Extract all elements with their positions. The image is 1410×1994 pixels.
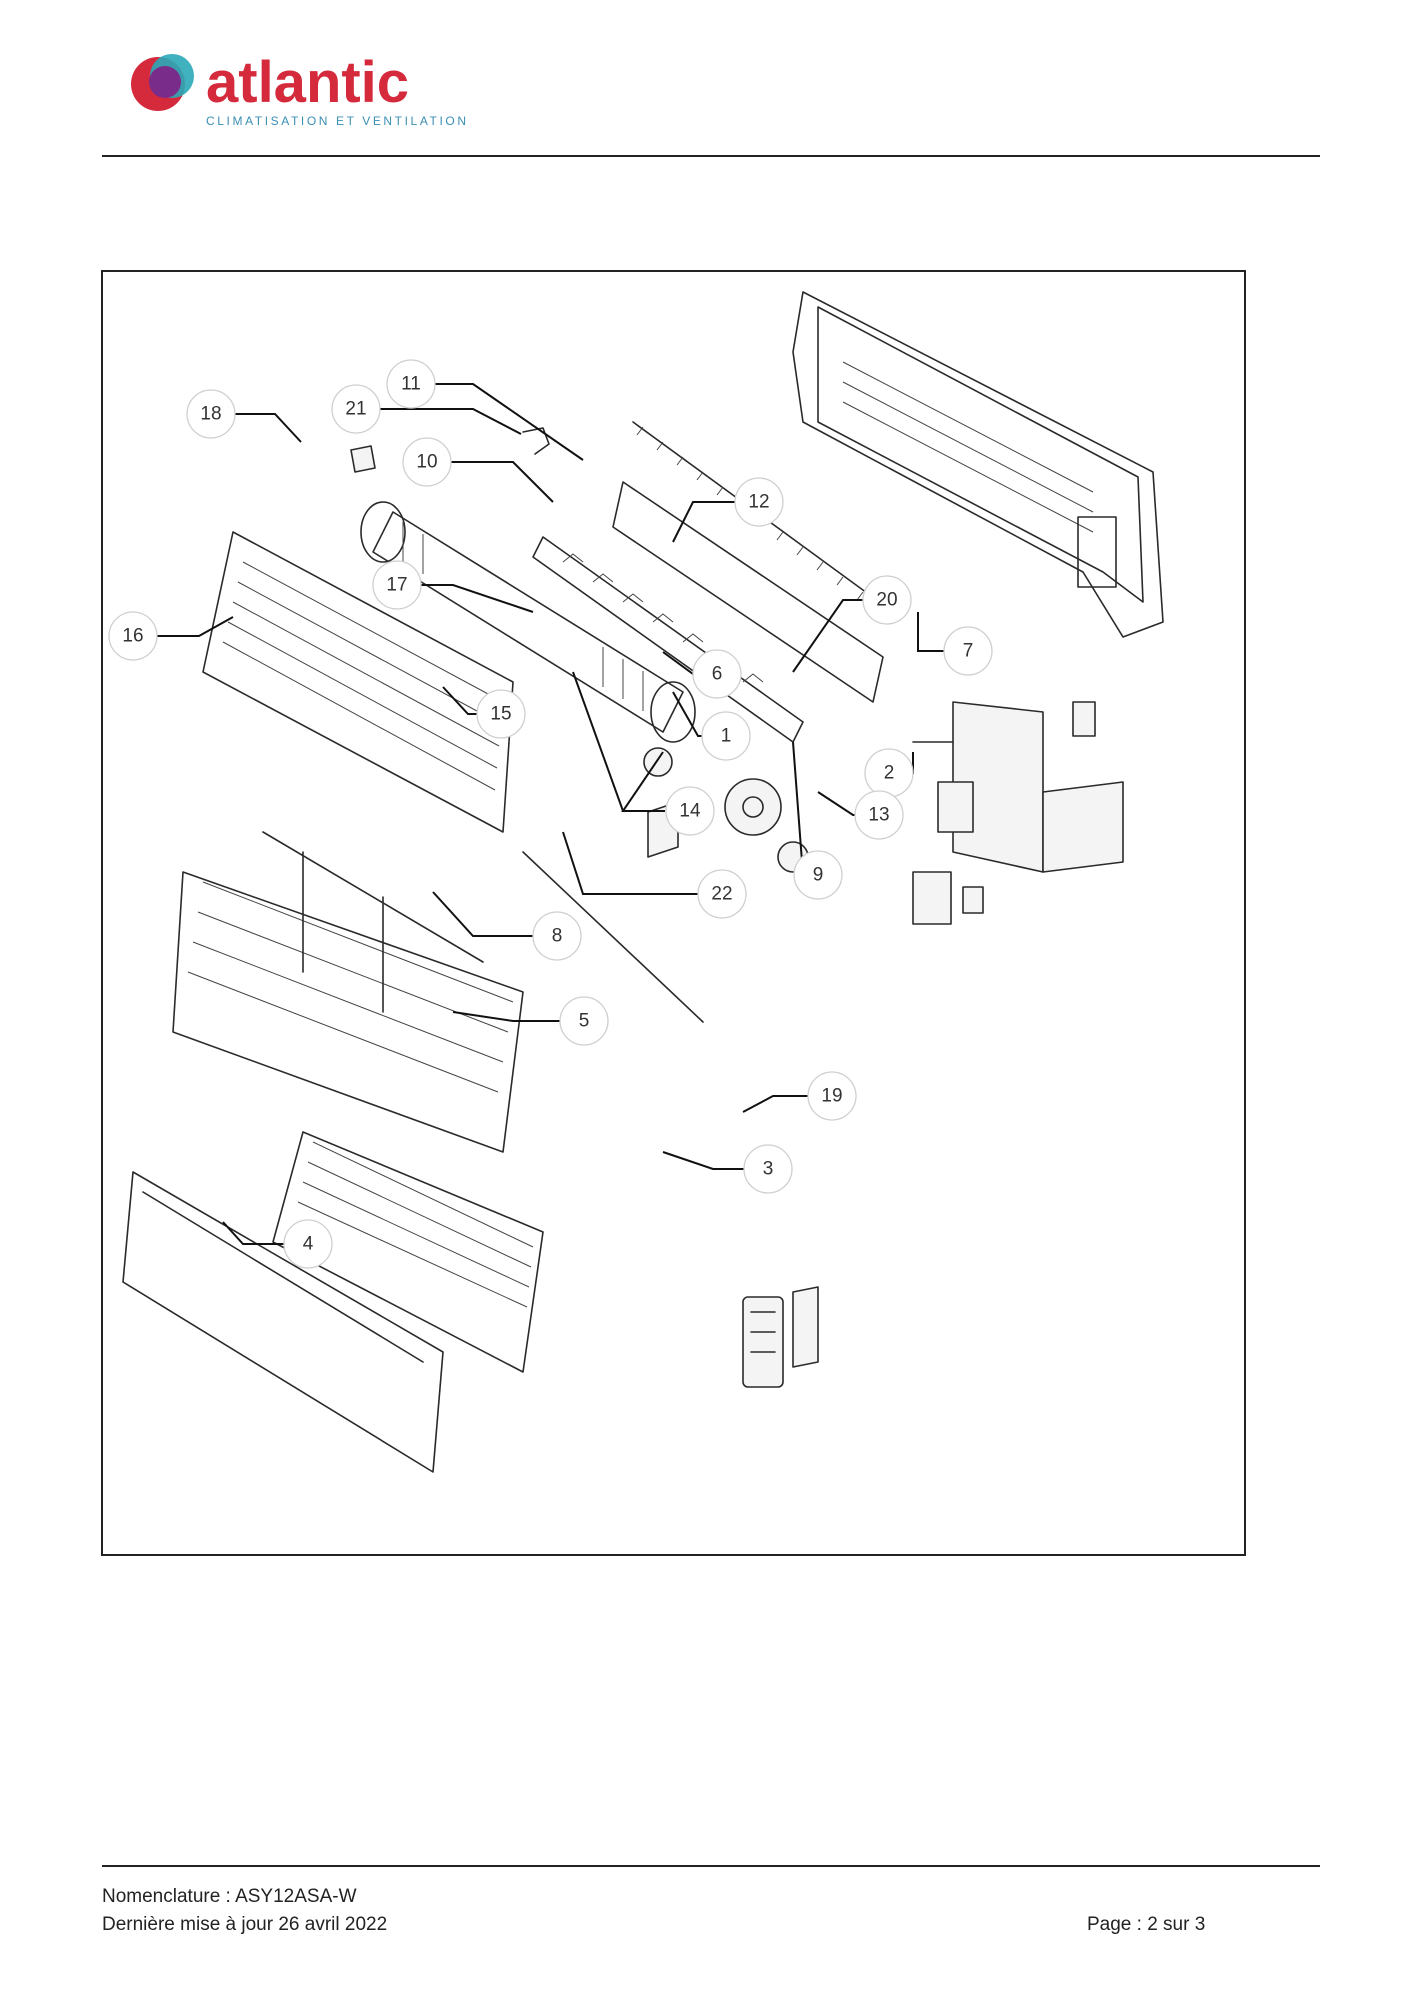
callout-21: 21: [331, 384, 381, 434]
callout-19: 19: [807, 1071, 857, 1121]
callout-5: 5: [559, 996, 609, 1046]
atlantic-logo: atlantic CLIMATISATION ET VENTILATION: [131, 50, 469, 128]
page-header: atlantic CLIMATISATION ET VENTILATION: [0, 0, 1410, 170]
brand-tagline: CLIMATISATION ET VENTILATION: [206, 114, 469, 128]
callout-14-label: 14: [679, 801, 701, 822]
callout-7-label: 7: [963, 641, 974, 662]
callout-16: 16: [108, 611, 158, 661]
callout-13: 13: [854, 790, 904, 840]
callout-20-label: 20: [876, 590, 897, 611]
callout-16-label: 16: [122, 626, 143, 647]
front-grille-chassis-part: [172, 831, 524, 1153]
callout-15-label: 15: [490, 704, 511, 725]
callout-7: 7: [943, 626, 993, 676]
cross-flow-fan-part: [360, 501, 696, 743]
callout-9: 9: [793, 850, 843, 900]
terminal-part: [1072, 701, 1096, 737]
drain-pipe-part: [522, 851, 704, 1023]
callout-2-label: 2: [884, 763, 895, 784]
callout-12-label: 12: [748, 492, 769, 513]
callout-21-label: 21: [345, 399, 366, 420]
callout-18-label: 18: [200, 404, 221, 425]
callout-2: 2: [864, 748, 914, 798]
callout-18: 18: [186, 389, 236, 439]
callout-1-label: 1: [721, 726, 732, 747]
exploded-parts-diagram: 11 21 18 10 12 17 20 16: [101, 270, 1246, 1556]
callout-13-label: 13: [868, 805, 889, 826]
footer-divider: [102, 1865, 1320, 1867]
brand-name: atlantic: [206, 50, 409, 115]
callout-22: 22: [697, 869, 747, 919]
callout-11-label: 11: [401, 374, 421, 395]
callout-3-label: 3: [763, 1159, 774, 1180]
front-panel-frame-part: [202, 531, 514, 833]
front-cover-part: [122, 1171, 444, 1473]
callout-1: 1: [701, 711, 751, 761]
callout-11: 11: [386, 359, 436, 409]
callout-10-label: 10: [416, 452, 437, 473]
callout-4: 4: [283, 1219, 333, 1269]
footer-model-reference: Nomenclature : ASY12ASA-W: [102, 1886, 357, 1907]
electrical-box-part: [912, 701, 1044, 873]
sensor-clip-part: [350, 445, 376, 473]
air-filter-part: [272, 1131, 544, 1373]
callout-19-label: 19: [821, 1086, 842, 1107]
callout-22-label: 22: [711, 884, 732, 905]
footer-last-updated: Dernière mise à jour 26 avril 2022: [102, 1914, 388, 1935]
callout-6-label: 6: [712, 664, 723, 685]
back-chassis-part: [792, 291, 1164, 638]
callout-6: 6: [692, 649, 742, 699]
callout-8-label: 8: [552, 926, 563, 947]
pcb-cover-part: [1042, 781, 1124, 873]
callout-20: 20: [862, 575, 912, 625]
callout-4-label: 4: [303, 1234, 314, 1255]
callout-17-label: 17: [386, 575, 407, 596]
callout-12: 12: [734, 477, 784, 527]
footer-page-number: Page : 2 sur 3: [1087, 1914, 1206, 1935]
logo-mark-purple: [149, 66, 181, 98]
display-board-part: [912, 871, 984, 925]
evaporator-part: [532, 481, 884, 743]
callout-10: 10: [402, 437, 452, 487]
remote-holder-part: [792, 1286, 819, 1368]
callout-5-label: 5: [579, 1011, 590, 1032]
callout-14: 14: [665, 786, 715, 836]
diagram-drawing: 11 21 18 10 12 17 20 16: [108, 291, 1164, 1473]
callout-15: 15: [476, 689, 526, 739]
header-divider: [102, 155, 1320, 157]
callout-3: 3: [743, 1144, 793, 1194]
remote-control-part: [742, 1296, 784, 1388]
thermistor-part: [522, 427, 550, 455]
callout-8: 8: [532, 911, 582, 961]
callout-17: 17: [372, 560, 422, 610]
callout-9-label: 9: [813, 865, 824, 886]
